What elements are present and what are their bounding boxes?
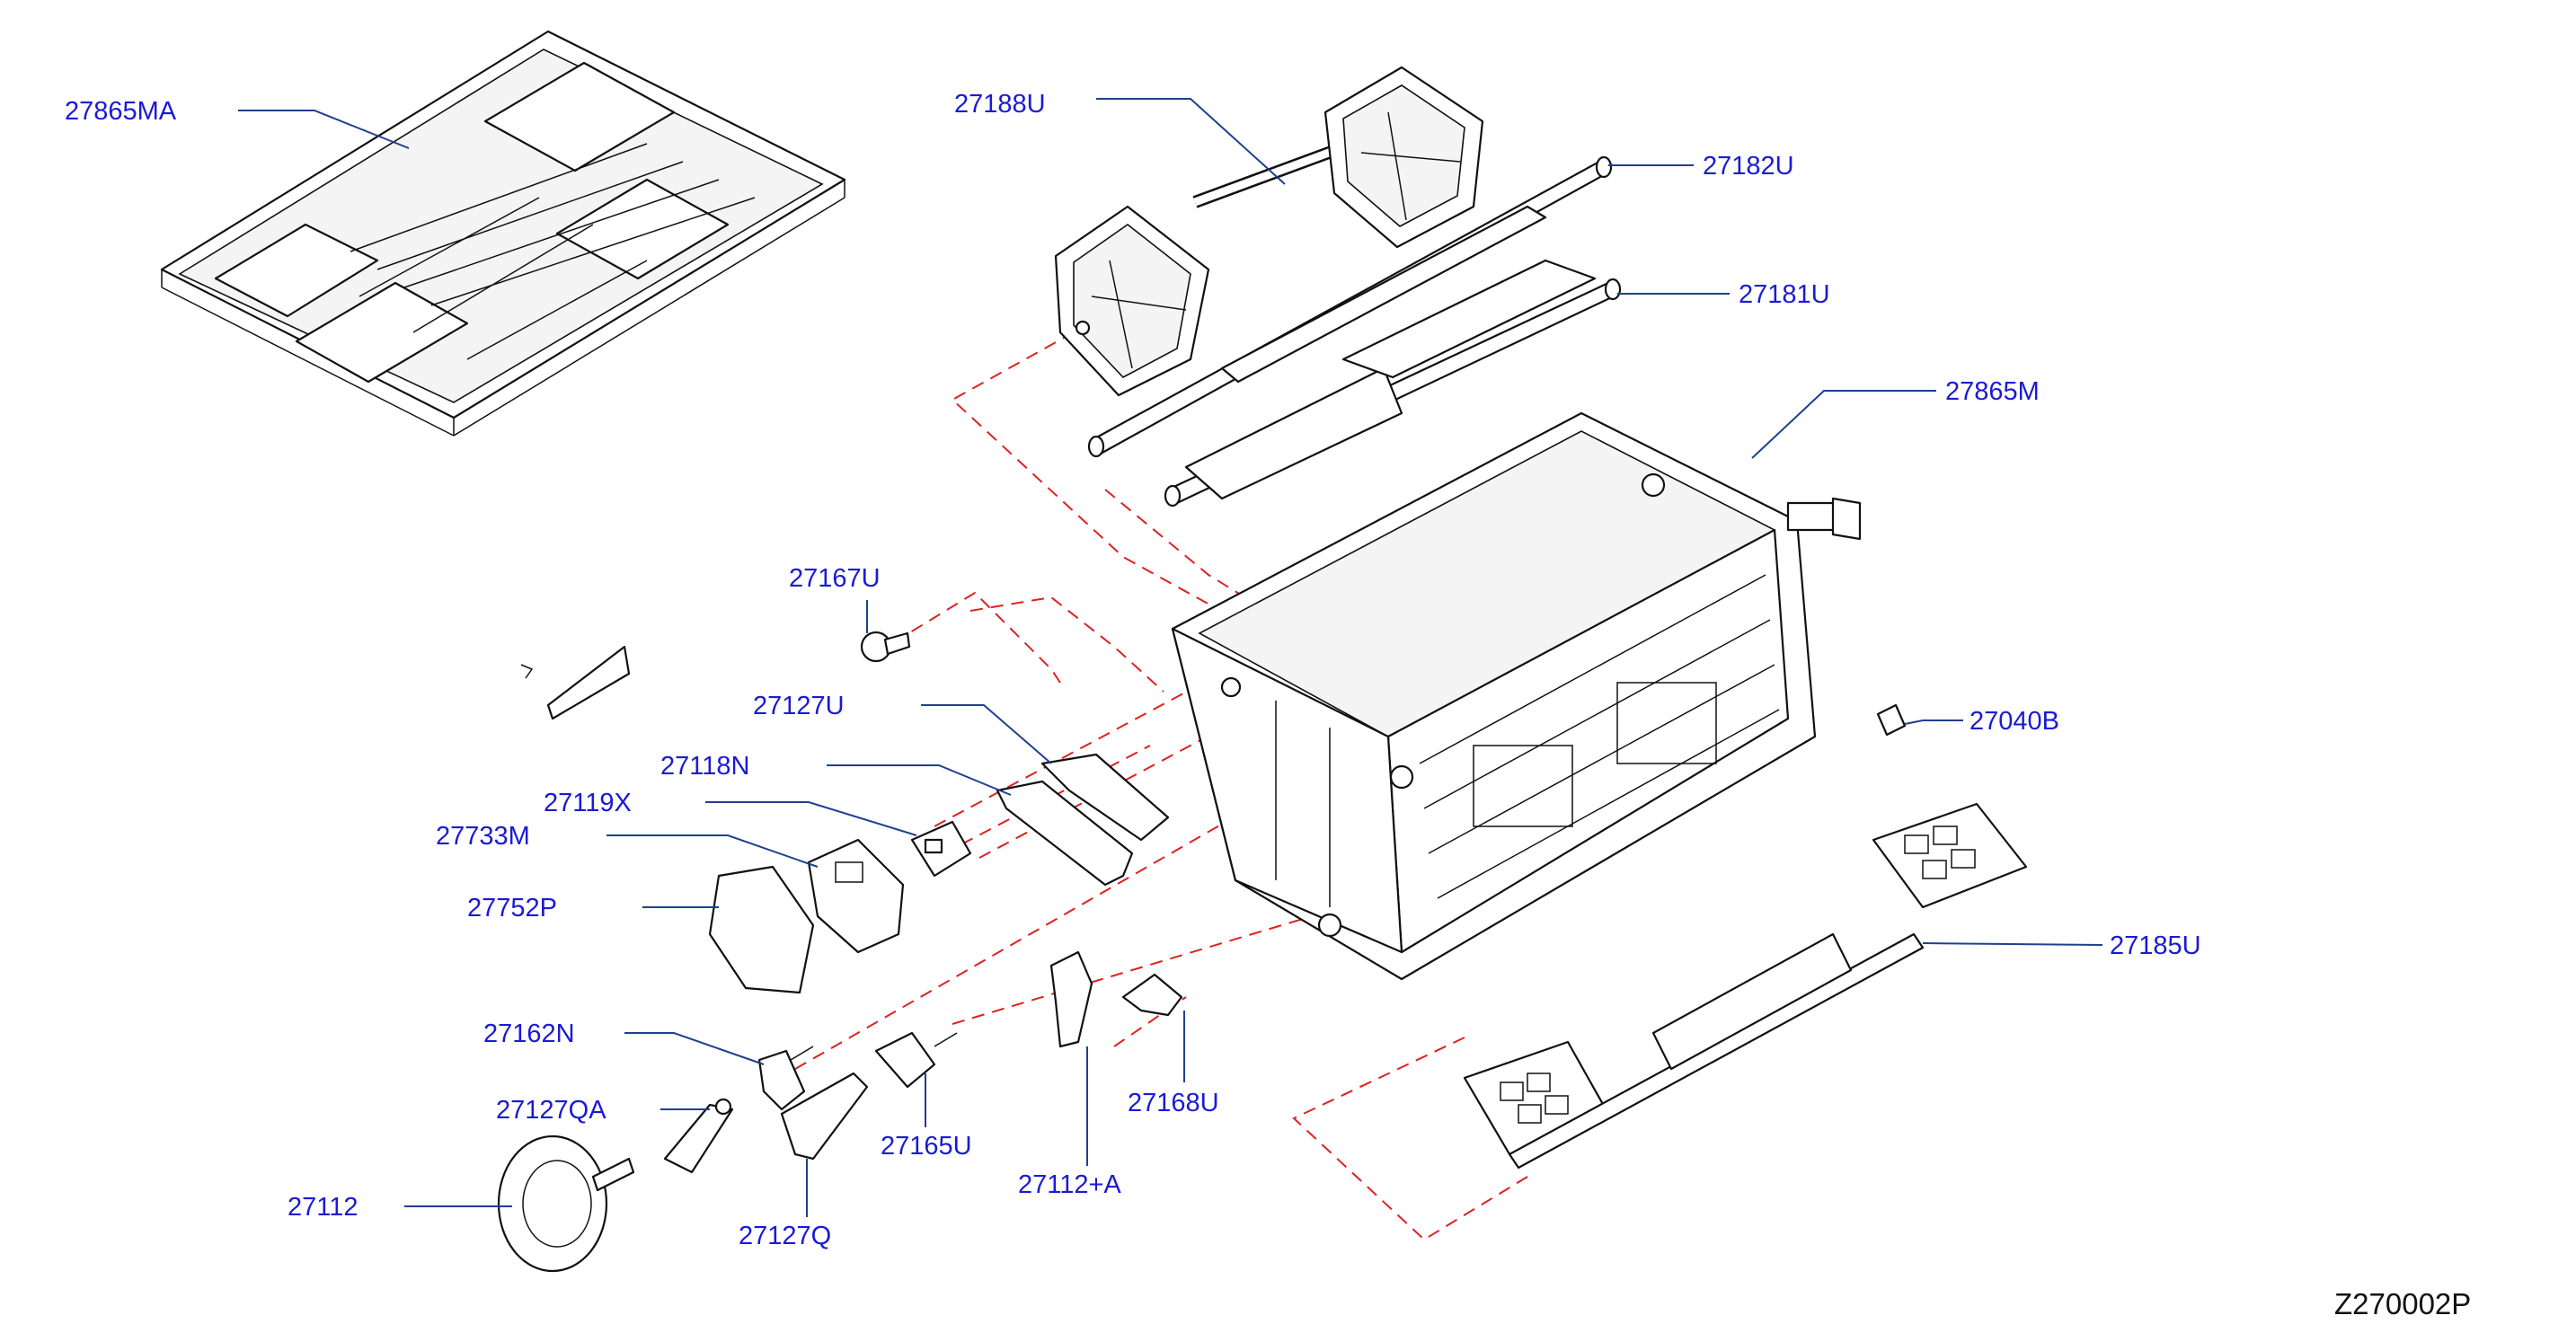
part-27165u-gear-lever-icon xyxy=(874,1031,958,1089)
label-27733m: 27733M xyxy=(436,822,530,851)
part-27185u-mesh-door-icon xyxy=(1463,802,2028,1170)
part-27168u-spring-clip-icon xyxy=(1121,973,1183,1017)
part-27865ma-tray-icon xyxy=(160,30,846,437)
diagram-code: Z270002P xyxy=(2334,1287,2471,1320)
label-27127q: 27127Q xyxy=(739,1222,831,1250)
label-27040b: 27040B xyxy=(1970,707,2059,736)
label-27162n: 27162N xyxy=(483,1020,575,1048)
part-27752p-gasket-icon xyxy=(708,865,815,994)
part-27112a-lever-arm-icon xyxy=(1049,950,1093,1048)
part-27127u-link-arm-icon xyxy=(1040,753,1170,842)
label-27127qa: 27127QA xyxy=(496,1096,606,1125)
part-screw-and-label-icon xyxy=(520,645,631,720)
label-27181u: 27181U xyxy=(1739,280,1830,309)
part-27040b-clip-icon xyxy=(1876,703,1907,737)
label-27112: 27112 xyxy=(288,1193,359,1222)
part-labels: 27865MA 27188U 27182U 27181U 27865M 2716… xyxy=(65,90,2201,1250)
label-27168u: 27168U xyxy=(1128,1089,1219,1117)
leader-lines xyxy=(238,98,2103,1217)
part-27865m-heater-case-icon xyxy=(1171,411,1862,981)
label-27865ma: 27865MA xyxy=(65,97,177,126)
part-27127q-link-arm-icon xyxy=(780,1072,869,1161)
part-27112-cam-disc-icon xyxy=(497,1134,635,1273)
label-27127u: 27127U xyxy=(753,692,845,720)
label-27167u: 27167U xyxy=(789,564,881,593)
label-27119x: 27119X xyxy=(544,789,632,817)
label-27752p: 27752P xyxy=(467,894,557,923)
label-27182u: 27182U xyxy=(1703,152,1794,181)
part-27733m-actuator-motor-icon xyxy=(807,838,905,954)
label-27165u: 27165U xyxy=(881,1132,972,1161)
label-27185u: 27185U xyxy=(2110,931,2201,960)
label-27112a: 27112+A xyxy=(1018,1170,1121,1199)
label-27865m: 27865M xyxy=(1945,377,2040,406)
part-27167u-lever-cam-icon xyxy=(860,631,911,663)
part-27162n-lever-icon xyxy=(757,1046,814,1111)
label-27118n: 27118N xyxy=(660,752,749,781)
part-27188u-twin-door-icon xyxy=(1054,66,1484,397)
part-27118n-link-plate-icon xyxy=(996,780,1134,887)
part-27119x-connector-icon xyxy=(910,820,972,878)
part-27127qa-link-lever-icon xyxy=(663,1098,734,1174)
label-27188u: 27188U xyxy=(954,90,1046,119)
part-27182u-rod-icon xyxy=(1087,155,1613,458)
